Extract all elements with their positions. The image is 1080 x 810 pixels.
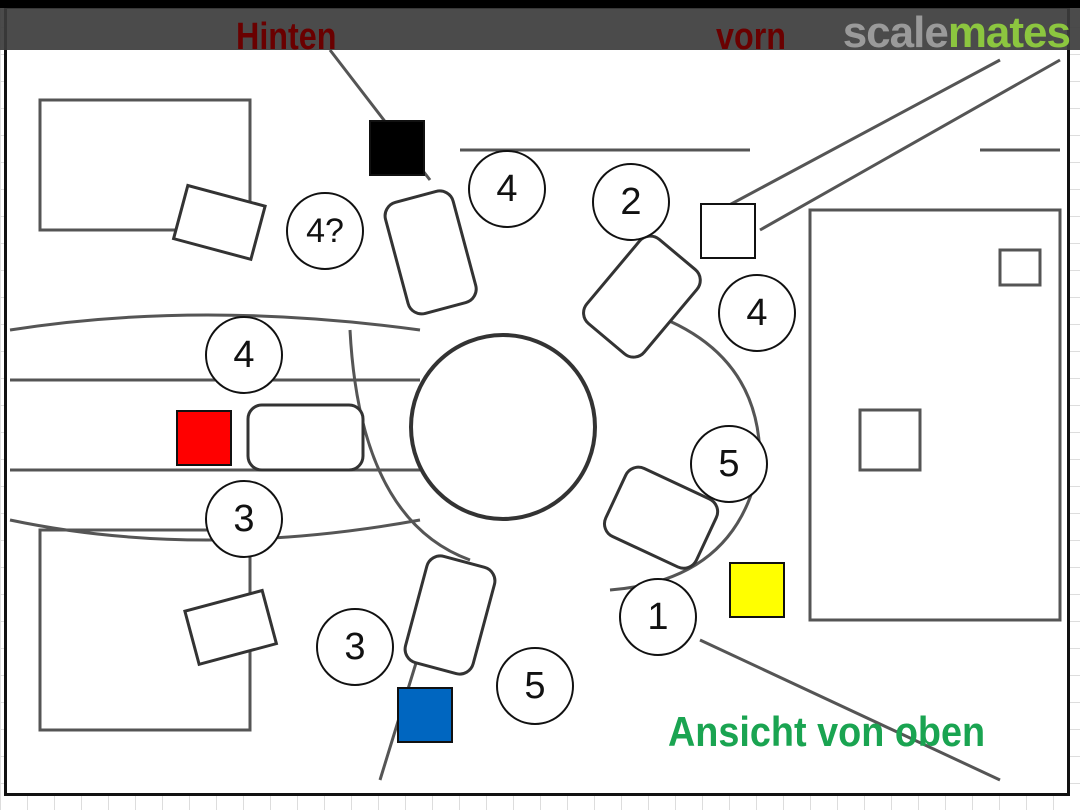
cylinder-number: 3 [205,480,283,558]
black-marker [369,120,425,176]
cylinder-number: 4? [286,192,364,270]
cylinder-number: 4 [468,150,546,228]
cylinder-number: 5 [690,425,768,503]
cylinder-number: 4 [205,316,283,394]
yellow-marker [729,562,785,618]
red-marker [176,410,232,466]
blue-marker [397,687,453,743]
rear-label: Hinten [236,16,337,58]
white-marker [700,203,756,259]
cylinder-number: 4 [718,274,796,352]
cylinder-number: 1 [619,578,697,656]
view-caption: Ansicht von oben [668,708,986,755]
cylinder-number: 3 [316,608,394,686]
scalemates-logo: scalemates [842,8,1071,57]
header-bar: Hinten vorn scalemates [0,0,1080,58]
front-label: vorn [716,16,787,58]
cylinder-number: 5 [496,647,574,725]
cylinder-number: 2 [592,163,670,241]
